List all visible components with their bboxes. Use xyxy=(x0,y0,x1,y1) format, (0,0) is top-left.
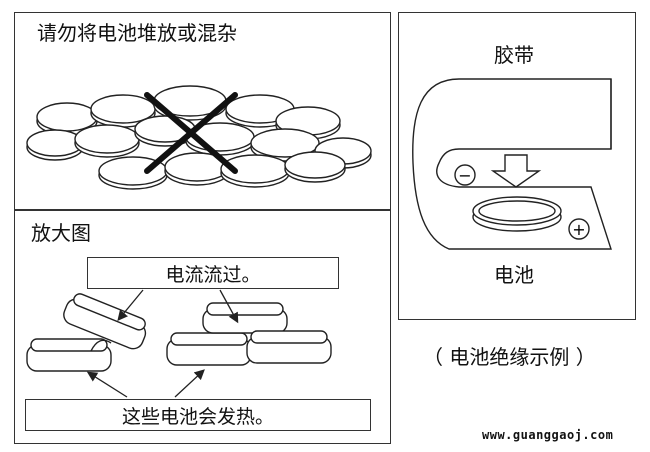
coin-cell xyxy=(220,154,290,188)
battery-side-view xyxy=(166,332,252,366)
coin-cell xyxy=(90,94,156,128)
coin-cell xyxy=(26,129,84,161)
coin-cell xyxy=(164,152,230,186)
zoom-panel: 放大图 电流流过。 这些电池会发热。 xyxy=(14,210,391,444)
minus-sign: − xyxy=(458,166,471,185)
battery-label: 电池 xyxy=(494,263,534,287)
coin-cell xyxy=(284,151,346,183)
coin-cell xyxy=(225,94,295,128)
insulation-caption: （ 电池绝缘示例 ） xyxy=(423,345,596,369)
tape-label: 胶带 xyxy=(494,43,534,67)
warning-text: 请勿将电池堆放或混杂 xyxy=(37,21,237,45)
minus-terminal-icon: − xyxy=(454,164,476,186)
heat-warning-label: 这些电池会发热。 xyxy=(25,399,371,431)
battery-side-view xyxy=(26,338,112,372)
warning-panel: 请勿将电池堆放或混杂 xyxy=(14,12,391,210)
tape-strip xyxy=(412,78,612,250)
coin-cell-battery xyxy=(472,196,562,232)
zoom-title: 放大图 xyxy=(31,221,91,245)
prohibited-cross-icon xyxy=(144,92,238,174)
coin-cell xyxy=(74,124,140,158)
battery-side-view xyxy=(246,330,332,364)
pointer-arrows xyxy=(86,289,239,398)
plus-sign: + xyxy=(572,220,585,239)
plus-terminal-icon: + xyxy=(568,218,590,240)
current-flow-label: 电流流过。 xyxy=(87,257,339,289)
coin-cell xyxy=(153,85,227,121)
battery-side-view xyxy=(202,302,288,334)
watermark: www.guanggaoj.com xyxy=(482,428,614,442)
down-arrow-icon xyxy=(490,154,542,188)
battery-contact-illustration xyxy=(26,289,332,398)
tape-insulation-illustration: − + xyxy=(412,78,612,250)
insulation-panel: 胶带 电池 − + xyxy=(398,12,636,320)
stacked-batteries-illustration xyxy=(26,85,372,190)
